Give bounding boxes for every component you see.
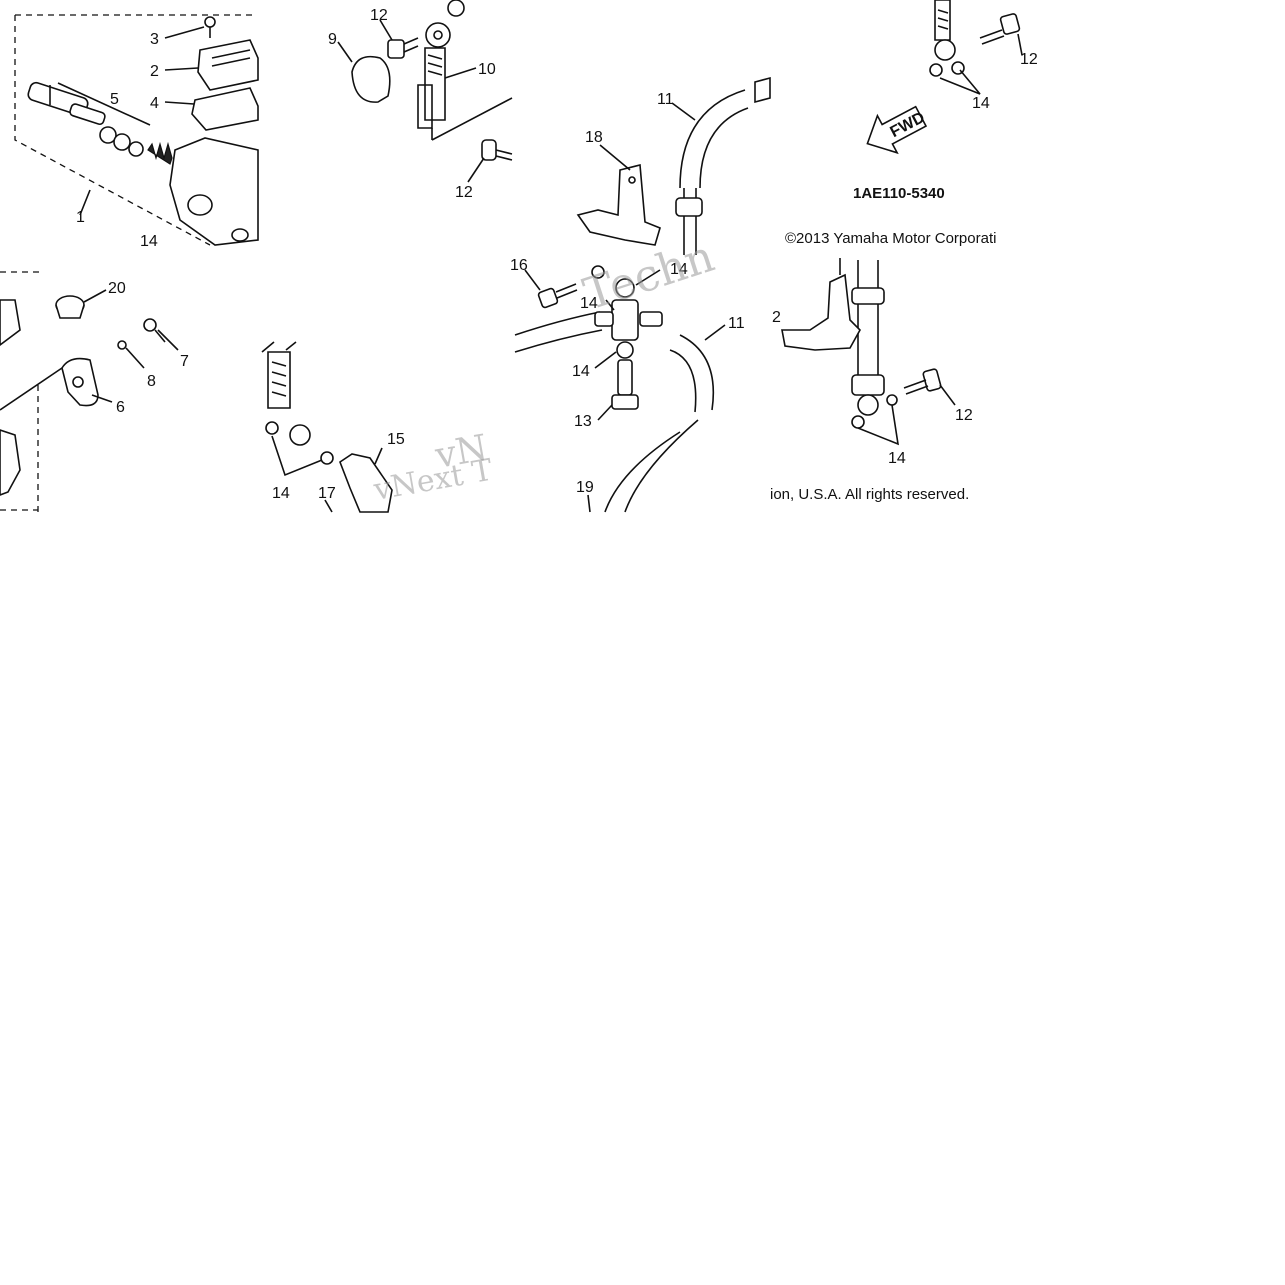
tile-lower-banjo: 2 12 14 ion, U.S.A. All rights reserved. (770, 258, 973, 503)
callout-14: 14 (972, 95, 990, 112)
callout-11: 11 (657, 91, 674, 108)
callout-20: 20 (108, 280, 126, 297)
callout-14: 14 (572, 363, 590, 380)
master-cylinder-body (169, 137, 259, 246)
callout-10: 10 (478, 61, 496, 78)
callout-2: 2 (772, 309, 781, 326)
tile-holder: 20 7 8 6 (0, 271, 189, 512)
callout-1: 1 (76, 209, 85, 226)
forward-arrow: FWD (866, 105, 928, 155)
callout-3: 3 (150, 31, 159, 48)
assembly-dashed-outline (14, 15, 211, 246)
callout-2: 2 (150, 63, 159, 80)
callout-14: 14 (888, 450, 906, 467)
tile-three-way-joint: 16 14 14 14 13 11 19 (510, 257, 745, 513)
diaphragm (191, 87, 259, 131)
hose-bracket (576, 163, 661, 246)
copyright-line-bottom: ion, U.S.A. All rights reserved. (770, 486, 969, 503)
callout-12: 12 (455, 184, 473, 201)
lower-bracket (781, 273, 861, 351)
callout-15: 15 (387, 431, 405, 448)
callout-11: 11 (728, 315, 745, 332)
reservoir-cap (197, 39, 259, 91)
watermark-text: vN (431, 427, 490, 477)
callout-6: 6 (116, 399, 125, 416)
tile-fwd-label: FWD 12 14 1AE110-5340 ©2013 Yamaha Motor… (785, 0, 1038, 247)
tile-master-cylinder: 3 2 4 5 1 14 (14, 14, 259, 250)
clamp (339, 453, 393, 513)
callout-12: 12 (955, 407, 973, 424)
callout-14: 14 (140, 233, 158, 250)
copyright-line-top: ©2013 Yamaha Motor Corporati (785, 230, 996, 247)
callout-5: 5 (110, 91, 119, 108)
callout-4: 4 (150, 95, 159, 112)
callout-12: 12 (370, 7, 388, 24)
tile-hose-clamp: 14 15 17 (261, 341, 405, 513)
callout-17: 17 (318, 485, 336, 502)
tile-banjo-fitting: 9 12 10 12 (328, 0, 513, 201)
callout-13: 13 (574, 413, 592, 430)
callout-14: 14 (670, 261, 688, 278)
piston-kit (27, 81, 173, 165)
callout-9: 9 (328, 31, 337, 48)
callout-8: 8 (147, 373, 156, 390)
callout-7: 7 (180, 353, 189, 370)
callout-14: 14 (580, 295, 598, 312)
callout-16: 16 (510, 257, 528, 274)
callout-14: 14 (272, 485, 290, 502)
callout-12: 12 (1020, 51, 1038, 68)
callout-19: 19 (576, 479, 594, 496)
rubber-cap (351, 55, 391, 103)
tile-hose-bracket: 18 11 (576, 76, 771, 255)
part-diagram-code: 1AE110-5340 (853, 185, 945, 202)
watermark-layer: Techn vNext T vN (370, 231, 720, 508)
callout-18: 18 (585, 129, 603, 146)
